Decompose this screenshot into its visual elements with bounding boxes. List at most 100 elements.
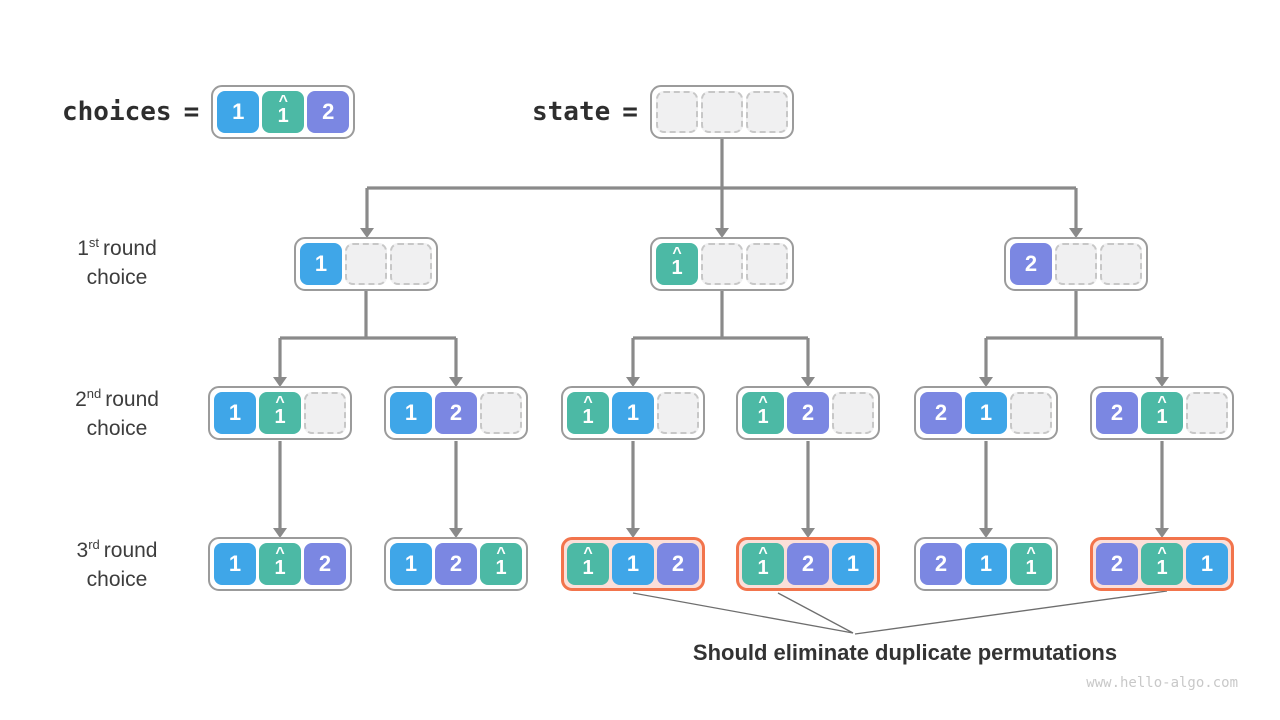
cell-1-hat: ^1: [742, 392, 784, 434]
cell-1-hat: ^1: [480, 543, 522, 585]
cell-2: 2: [787, 392, 829, 434]
empty-cell: [480, 392, 522, 434]
empty-cell: [832, 392, 874, 434]
cell-1-hat: ^1: [259, 392, 301, 434]
cell-digit: 1: [274, 406, 286, 428]
cell-1: 1: [612, 392, 654, 434]
empty-cell: [1186, 392, 1228, 434]
state-expression: state =: [532, 85, 794, 139]
cell-digit: 1: [274, 557, 286, 579]
watermark: www.hello-algo.com: [1086, 675, 1238, 691]
equals-sign: =: [622, 97, 638, 127]
hat-mark: ^: [275, 545, 285, 562]
cell-1-hat: ^1: [567, 543, 609, 585]
cell-digit: 1: [757, 557, 769, 579]
empty-cell: [746, 243, 788, 285]
cell-2: 2: [304, 543, 346, 585]
empty-cell: [1100, 243, 1142, 285]
choices-label: choices: [62, 97, 172, 127]
cell-digit: 1: [277, 105, 289, 127]
cell-1-hat: ^1: [567, 392, 609, 434]
cell-digit: 1: [495, 557, 507, 579]
empty-cell: [700, 91, 743, 133]
empty-cell: [304, 392, 346, 434]
empty-cell: [345, 243, 387, 285]
cell-2: 2: [920, 543, 962, 585]
hat-mark: ^: [275, 394, 285, 411]
state-node: 2^1: [1090, 386, 1234, 440]
cell-1: 1: [390, 392, 432, 434]
cell-1: 1: [612, 543, 654, 585]
hat-mark: ^: [278, 93, 288, 110]
cell-2: 2: [787, 543, 829, 585]
equals-sign: =: [183, 97, 200, 127]
empty-cell: [657, 392, 699, 434]
annotation-pointer-lines: [632, 590, 1168, 635]
state-node: ^1: [650, 237, 794, 291]
row-label-line2: choice: [86, 266, 148, 289]
empty-cell: [390, 243, 432, 285]
hat-mark: ^: [1026, 545, 1036, 562]
cell-digit: 1: [1025, 557, 1037, 579]
cell-1: 1: [214, 392, 256, 434]
cell-1: 1: [390, 543, 432, 585]
cell-1: 1: [965, 543, 1007, 585]
empty-cell: [1055, 243, 1097, 285]
annotation-text: Should eliminate duplicate permutations: [692, 640, 1118, 665]
cell-1: 1: [300, 243, 342, 285]
empty-cell: [1010, 392, 1052, 434]
cell-1: 1: [214, 543, 256, 585]
cell-2: 2: [920, 392, 962, 434]
cell-2: 2: [1010, 243, 1052, 285]
cell-1: 1: [217, 91, 260, 133]
empty-cell: [655, 91, 698, 133]
connector-lines: [278, 136, 1164, 529]
cell-digit: 1: [1156, 557, 1168, 579]
state-label: state: [532, 97, 611, 127]
hat-mark: ^: [1157, 545, 1167, 562]
cell-2: 2: [435, 392, 477, 434]
cell-2: 2: [657, 543, 699, 585]
hat-mark: ^: [583, 545, 593, 562]
cell-1-hat: ^1: [1141, 392, 1183, 434]
cell-1-hat: ^1: [656, 243, 698, 285]
state-node: 1: [294, 237, 438, 291]
cell-2: 2: [435, 543, 477, 585]
cell-1: 1: [965, 392, 1007, 434]
cell-digit: 1: [582, 406, 594, 428]
cell-1-hat: ^1: [1141, 543, 1183, 585]
empty-cell: [745, 91, 788, 133]
cell-1-hat: ^1: [259, 543, 301, 585]
hat-mark: ^: [672, 245, 682, 262]
cell-digit: 1: [1156, 406, 1168, 428]
cell-1: 1: [832, 543, 874, 585]
cell-digit: 1: [671, 257, 683, 279]
cell-2: 2: [307, 91, 350, 133]
row-label-line2: choice: [86, 568, 148, 591]
cell-digit: 1: [757, 406, 769, 428]
cell-1-hat: ^1: [1010, 543, 1052, 585]
state-array: [649, 85, 794, 139]
hat-mark: ^: [758, 394, 768, 411]
cell-2: 2: [1096, 392, 1138, 434]
cell-1-hat: ^1: [262, 91, 305, 133]
cell-2: 2: [1096, 543, 1138, 585]
hat-mark: ^: [496, 545, 506, 562]
empty-cell: [701, 243, 743, 285]
hat-mark: ^: [583, 394, 593, 411]
